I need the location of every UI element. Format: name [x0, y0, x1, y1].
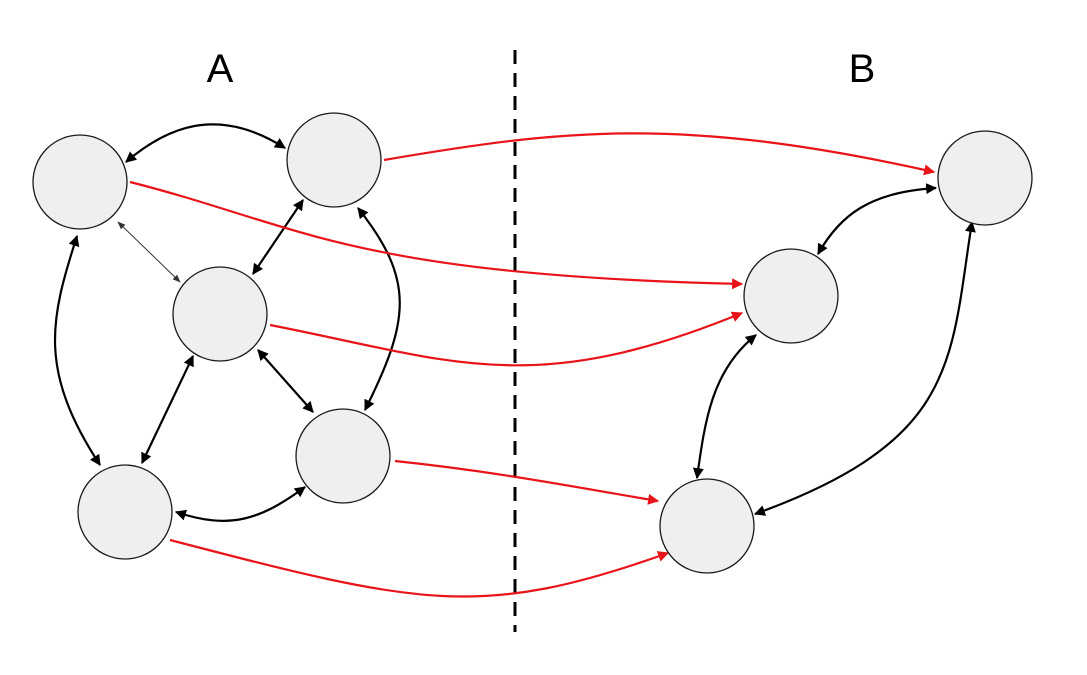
edge-a1-a3 [117, 221, 181, 283]
group-label-a: A [207, 47, 234, 91]
edge-a5-b3 [394, 459, 660, 505]
edge-a2-a5 [357, 207, 401, 411]
group-label-b: B [849, 47, 876, 91]
node-a1[interactable] [32, 134, 128, 230]
edge-a3-b2 [269, 311, 744, 367]
edge-a4-b3 [169, 538, 670, 598]
edge-a2-b1 [383, 132, 936, 176]
edge-a2-a3 [252, 199, 304, 275]
node-b3[interactable] [659, 478, 755, 574]
node-a3[interactable] [172, 266, 268, 362]
edge-a1-a2 [125, 123, 286, 163]
edge-a3-a5 [257, 349, 314, 413]
edge-a1-b2 [129, 180, 744, 290]
edge-a1-a4 [54, 234, 101, 466]
edge-b2-b3 [692, 334, 757, 480]
node-a5[interactable] [295, 408, 391, 504]
edge-b1-b3 [753, 220, 976, 516]
node-b2[interactable] [743, 248, 839, 344]
edge-a3-a4 [141, 355, 194, 464]
edge-a4-a5 [174, 486, 306, 522]
node-a4[interactable] [77, 464, 173, 560]
node-a2[interactable] [286, 112, 382, 208]
edge-b1-b2 [817, 183, 938, 255]
node-b1[interactable] [937, 130, 1033, 226]
